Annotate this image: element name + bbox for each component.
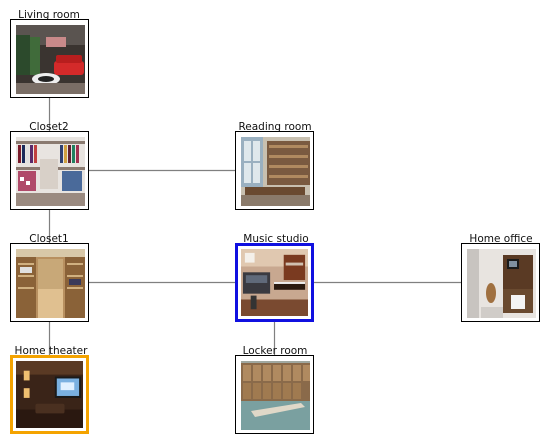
node-label-closet1: Closet1: [29, 233, 69, 245]
node-label-music-studio: Music studio: [243, 233, 309, 245]
room-node-home-theater[interactable]: [10, 355, 89, 434]
node-label-home-office: Home office: [469, 233, 533, 245]
closet-shelves-photo: [16, 249, 85, 318]
home-theater-photo: [16, 361, 83, 428]
room-node-closet1[interactable]: [10, 243, 89, 322]
living-room-photo: [16, 25, 85, 94]
node-label-living-room: Living room: [18, 9, 80, 21]
room-node-living-room[interactable]: [10, 19, 89, 98]
music-studio-photo: [241, 249, 308, 316]
room-node-locker-room[interactable]: [235, 355, 314, 434]
home-office-photo: [467, 249, 536, 318]
room-node-home-office[interactable]: [461, 243, 540, 322]
node-label-closet2: Closet2: [29, 121, 69, 133]
locker-room-photo: [241, 361, 310, 430]
room-node-reading-room[interactable]: [235, 131, 314, 210]
reading-room-photo: [241, 137, 310, 206]
room-node-music-studio[interactable]: [235, 243, 314, 322]
node-label-home-theater: Home theater: [14, 345, 88, 357]
walk-in-closet-photo: [16, 137, 85, 206]
node-label-reading-room: Reading room: [238, 121, 312, 133]
node-label-locker-room: Locker room: [242, 345, 308, 357]
room-node-closet2[interactable]: [10, 131, 89, 210]
